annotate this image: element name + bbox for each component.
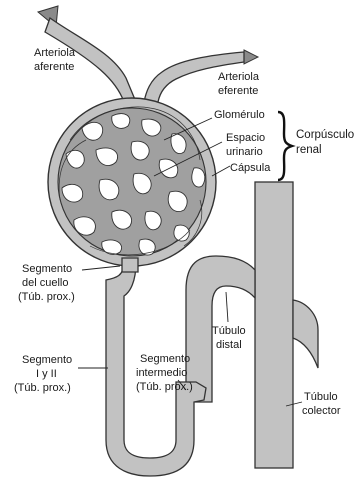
segment-1-2-label: Segmento I y II (Túb. prox.) bbox=[14, 354, 75, 394]
distal-tubule-leader bbox=[226, 292, 228, 322]
distal-tubule-branch bbox=[293, 300, 318, 368]
afferent-arteriole bbox=[45, 18, 136, 102]
neck-segment bbox=[122, 258, 138, 272]
distal-tubule-label: Túbulo distal bbox=[212, 325, 249, 351]
efferent-arteriole-label: Arteriola eferente bbox=[218, 71, 262, 97]
glomerulus-label: Glomérulo bbox=[214, 109, 265, 121]
renal-corpuscle-label: Corpúsculo renal bbox=[296, 129, 357, 156]
corpuscle-brace bbox=[278, 112, 292, 180]
capsule-label: Cápsula bbox=[230, 162, 271, 174]
urinary-space-label: Espacio urinario bbox=[226, 132, 268, 158]
intermediate-segment-label: Segmento intermedio (Túb. prox.) bbox=[136, 353, 193, 393]
collecting-tubule bbox=[255, 182, 293, 468]
afferent-arteriole-label: Arteriola aferente bbox=[34, 47, 78, 73]
neck-segment-label: Segmento del cuello (Túb. prox.) bbox=[18, 263, 75, 303]
collecting-tubule-label: Túbulo colector bbox=[302, 391, 341, 417]
efferent-flow-arrow-icon bbox=[244, 50, 258, 64]
neck-segment-leader bbox=[82, 266, 120, 270]
